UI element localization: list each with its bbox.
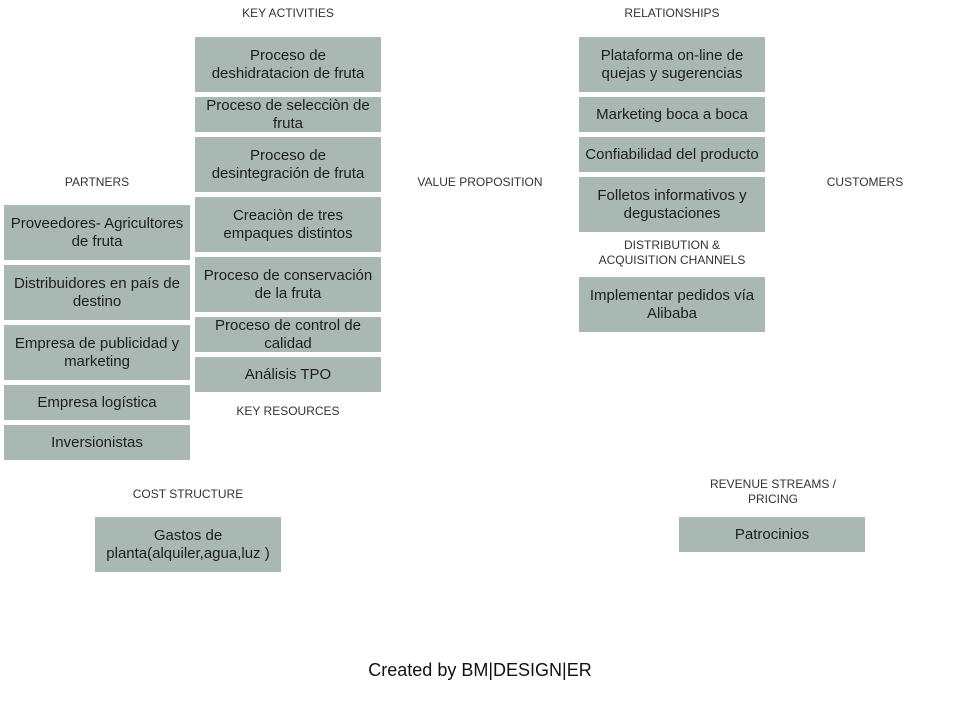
key-activity-box: Proceso de desintegración de fruta	[195, 137, 381, 192]
distribution-channel-box: Implementar pedidos vía Alibaba	[579, 277, 765, 332]
value-proposition-header: VALUE PROPOSITION	[417, 175, 543, 189]
key-activity-box: Proceso de deshidratacion de fruta	[195, 37, 381, 92]
cost-structure-header: COST STRUCTURE	[132, 487, 244, 501]
relationships-header: RELATIONSHIPS	[624, 6, 720, 20]
revenue-streams-header: REVENUE STREAMS / PRICING	[709, 477, 837, 506]
key-activity-box: Proceso de control de calidad	[195, 317, 381, 352]
customers-header: CUSTOMERS	[826, 175, 904, 189]
relationship-box: Plataforma on-line de quejas y sugerenci…	[579, 37, 765, 92]
distribution-channels-header: DISTRIBUTION & ACQUISITION CHANNELS	[598, 238, 746, 267]
key-activity-box: Proceso de selecciòn de fruta	[195, 97, 381, 132]
relationship-box: Folletos informativos y degustaciones	[579, 177, 765, 232]
relationship-box: Confiabilidad del producto	[579, 137, 765, 172]
footer-credit: Created by BM|DESIGN|ER	[368, 660, 592, 680]
relationship-box: Marketing boca a boca	[579, 97, 765, 132]
cost-structure-box: Gastos de planta(alquiler,agua,luz )	[95, 517, 281, 572]
partner-box: Distribuidores en país de destino	[4, 265, 190, 320]
key-activity-box: Creaciòn de tres empaques distintos	[195, 197, 381, 252]
partners-header: PARTNERS	[64, 175, 130, 189]
revenue-stream-box: Patrocinios	[679, 517, 865, 552]
key-resources-header: KEY RESOURCES	[236, 404, 340, 418]
key-activity-box: Análisis TPO	[195, 357, 381, 392]
partner-box: Empresa logística	[4, 385, 190, 420]
partner-box: Inversionistas	[4, 425, 190, 460]
partner-box: Empresa de publicidad y marketing	[4, 325, 190, 380]
key-activity-box: Proceso de conservación de la fruta	[195, 257, 381, 312]
partner-box: Proveedores- Agricultores de fruta	[4, 205, 190, 260]
key-activities-header: KEY ACTIVITIES	[242, 6, 334, 20]
